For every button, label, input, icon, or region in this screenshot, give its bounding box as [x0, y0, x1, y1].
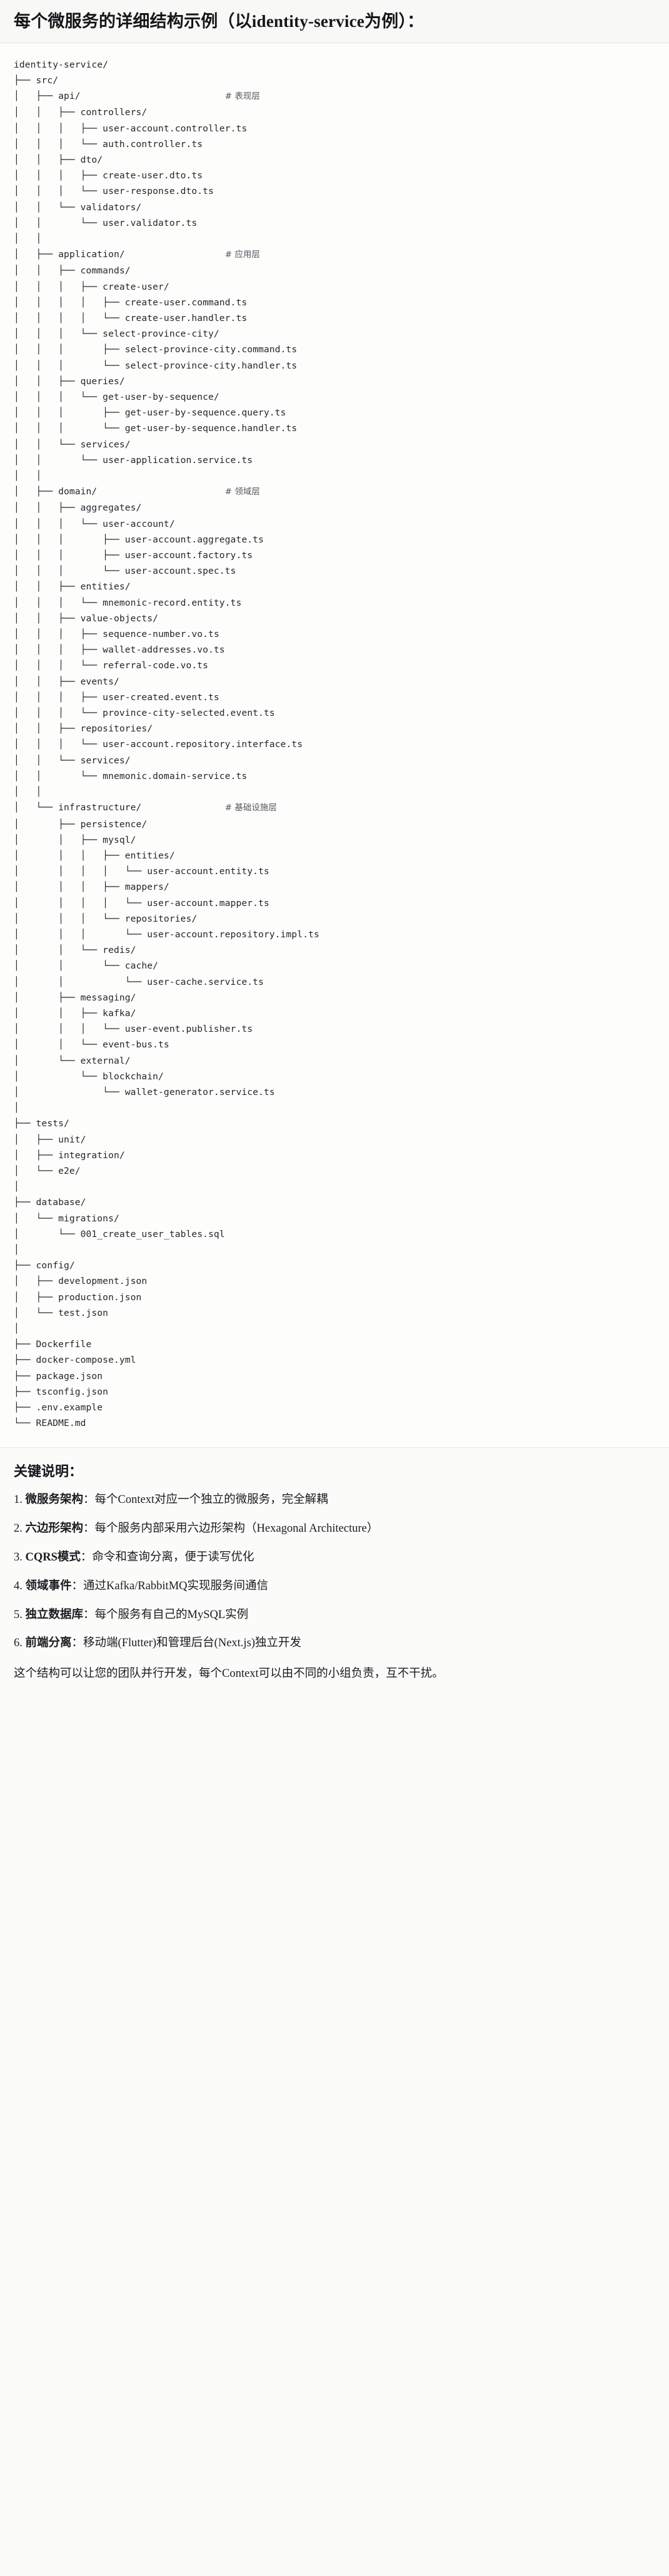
- key-note-term: 六边形架构: [25, 1522, 84, 1535]
- tree-layer-comment: # 应用层: [224, 250, 260, 260]
- key-note-description: 每个服务内部采用六边形架构（Hexagonal Architecture）: [94, 1522, 379, 1535]
- key-note-separator: ：: [83, 1608, 95, 1621]
- document-page: 每个微服务的详细结构示例（以identity-service为例）： ident…: [0, 0, 669, 1699]
- key-note-term: CQRS模式: [25, 1551, 81, 1564]
- key-note-description: 命令和查询分离，便于读写优化: [92, 1551, 254, 1564]
- key-note-separator: ：: [83, 1522, 95, 1535]
- page-title: 每个微服务的详细结构示例（以identity-service为例）：: [14, 12, 425, 31]
- key-note-item: 六边形架构：每个服务内部采用六边形架构（Hexagonal Architectu…: [14, 1520, 655, 1537]
- key-note-term: 独立数据库: [25, 1608, 84, 1621]
- key-note-separator: ：: [83, 1494, 95, 1507]
- directory-tree-block: identity-service/ ├── src/ │ ├── api/ # …: [0, 43, 669, 1448]
- key-notes-section: 关键说明： 微服务架构：每个Context对应一个独立的微服务，完全解耦六边形架…: [0, 1448, 669, 1700]
- key-note-term: 微服务架构: [25, 1494, 84, 1507]
- key-notes-heading: 关键说明：: [14, 1464, 83, 1480]
- key-note-item: CQRS模式：命令和查询分离，便于读写优化: [14, 1549, 655, 1566]
- key-note-description: 每个Context对应一个独立的微服务，完全解耦: [94, 1494, 328, 1507]
- tree-layer-comment: # 基础设施层: [224, 803, 277, 813]
- document-header: 每个微服务的详细结构示例（以identity-service为例）：: [0, 0, 669, 43]
- key-note-item: 独立数据库：每个服务有自己的MySQL实例: [14, 1607, 655, 1624]
- key-note-separator: ：: [71, 1579, 84, 1592]
- key-note-description: 移动端(Flutter)和管理后台(Next.js)独立开发: [83, 1637, 301, 1650]
- closing-paragraph: 这个结构可以让您的团队并行开发，每个Context可以由不同的小组负责，互不干扰…: [14, 1667, 444, 1681]
- key-note-description: 每个服务有自己的MySQL实例: [94, 1608, 249, 1621]
- directory-tree: identity-service/ ├── src/ │ ├── api/ # …: [14, 59, 319, 1429]
- tree-layer-comment: # 领域层: [224, 487, 260, 497]
- key-note-item: 前端分离：移动端(Flutter)和管理后台(Next.js)独立开发: [14, 1635, 655, 1652]
- tree-layer-comment: # 表现层: [224, 92, 260, 102]
- key-note-separator: ：: [80, 1551, 93, 1564]
- key-note-term: 领域事件: [25, 1579, 72, 1592]
- key-note-description: 通过Kafka/RabbitMQ实现服务间通信: [83, 1579, 269, 1592]
- key-note-separator: ：: [71, 1637, 84, 1650]
- key-note-term: 前端分离: [25, 1637, 72, 1650]
- key-notes-list: 微服务架构：每个Context对应一个独立的微服务，完全解耦六边形架构：每个服务…: [14, 1492, 655, 1652]
- key-note-item: 微服务架构：每个Context对应一个独立的微服务，完全解耦: [14, 1492, 655, 1509]
- key-note-item: 领域事件：通过Kafka/RabbitMQ实现服务间通信: [14, 1578, 655, 1595]
